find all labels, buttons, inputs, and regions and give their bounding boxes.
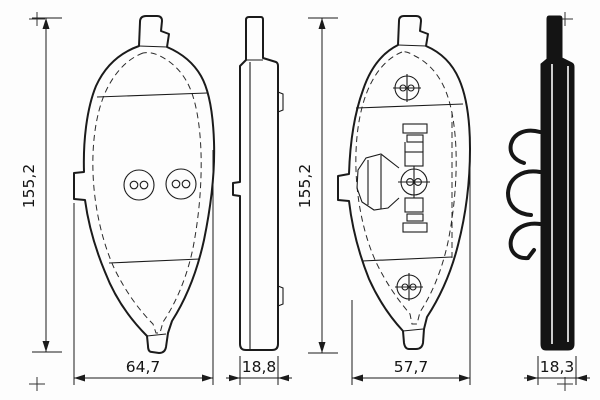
pad2-friction-material-outline: [355, 51, 457, 325]
pad2-rivet-hole-bottom: [395, 273, 423, 301]
pad1-height-label: 155,2: [20, 164, 38, 208]
pad1-side-clip-bumps: [277, 91, 284, 307]
pad2-surface-line-bottom: [361, 256, 453, 262]
pad2-rivet-hole-top: [393, 74, 421, 102]
pad1-rivet-hole-left: [123, 169, 155, 201]
corner-mark-bottom-right: [557, 377, 573, 391]
pad2-width-label: 57,7: [394, 358, 429, 376]
pad1-width-dimension: 64,7: [73, 150, 214, 385]
corner-mark-top-left: [29, 12, 45, 26]
pad1-foot-line: [146, 333, 167, 337]
pad2-front-view: [337, 15, 471, 350]
pad2-surface-line-top: [355, 103, 464, 109]
pad2-width-dimension: 57,7: [351, 155, 471, 385]
pad2-side-view: [505, 15, 575, 351]
pad1-surface-line-bottom: [108, 258, 201, 264]
corner-mark-bottom-left: [29, 377, 45, 391]
pad1-surface-line-top: [96, 92, 208, 98]
pad1-side-view: [232, 16, 284, 351]
pad2-side-body: [540, 15, 575, 351]
pad1-thickness-dimension: 18,8: [226, 356, 292, 385]
pad2-height-label: 155,2: [296, 164, 314, 208]
pad2-foot-line: [402, 328, 424, 332]
pad2-thickness-label: 18,3: [540, 358, 575, 376]
pad1-thickness-label: 18,8: [242, 358, 277, 376]
pad1-front-view: [73, 15, 216, 354]
pad1-rivet-hole-right: [165, 168, 197, 200]
pad2-lug-base-line: [397, 44, 427, 47]
pad1-width-label: 64,7: [126, 358, 161, 376]
pad2-backing-plate-outline: [337, 15, 471, 350]
pad2-damper-assembly: [356, 123, 430, 233]
pad2-height-dimension: 155,2: [296, 17, 338, 354]
pad2-retaining-clip: [505, 128, 542, 261]
pad1-height-dimension: 155,2: [20, 17, 62, 353]
pad2-thickness-dimension: 18,3: [524, 356, 590, 385]
pad1-side-outline: [232, 16, 279, 351]
pad1-friction-material-outline: [92, 52, 202, 334]
pad1-backing-plate-outline: [73, 15, 216, 354]
pad2-spring-wing: [356, 153, 400, 211]
pad1-lug-base-line: [138, 45, 168, 48]
